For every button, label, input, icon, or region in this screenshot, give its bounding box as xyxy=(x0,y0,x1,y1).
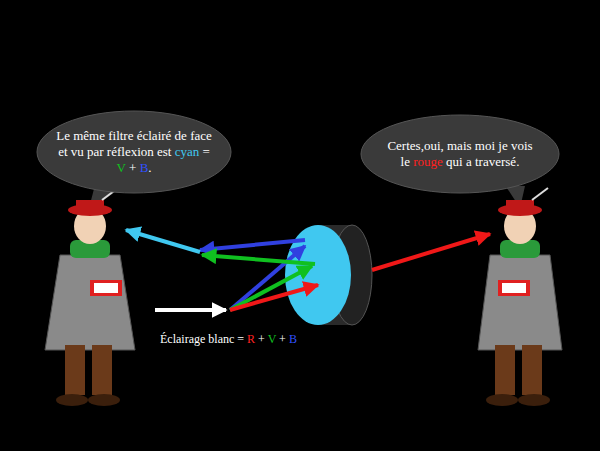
speech-text: Le même filtre éclairé de face et vu par… xyxy=(54,128,214,176)
text-run: V xyxy=(268,332,276,346)
speech-bubble: Certes,oui, mais moi je vois le rouge qu… xyxy=(360,114,560,194)
bubble-ellipse xyxy=(361,115,559,193)
text-run: V xyxy=(116,160,125,175)
bubble-content: Certes,oui, mais moi je vois le rouge qu… xyxy=(385,138,535,170)
white-light-arrow xyxy=(155,308,226,312)
cyan-reflected xyxy=(126,230,200,252)
text-run: + xyxy=(255,332,268,346)
bubble-content: Le même filtre éclairé de face et vu par… xyxy=(54,128,214,176)
blue-reflected xyxy=(200,240,305,250)
text-run: R xyxy=(247,332,255,346)
text-run: rouge xyxy=(413,154,443,169)
text-run: + xyxy=(276,332,289,346)
red-transmitted xyxy=(372,234,490,270)
observer-right xyxy=(478,188,562,406)
red-ray xyxy=(230,285,318,310)
text-run: B xyxy=(289,332,297,346)
illumination-label: Éclairage blanc = R + V + B xyxy=(160,332,297,347)
text-run: = xyxy=(199,144,210,159)
speech-text: Certes,oui, mais moi je vois le rouge qu… xyxy=(385,138,535,170)
bubble-ellipse xyxy=(37,111,231,193)
text-run: B xyxy=(140,160,149,175)
speech-bubble: Le même filtre éclairé de face et vu par… xyxy=(36,110,232,194)
text-run: . xyxy=(148,160,151,175)
text-run: qui a traversé. xyxy=(443,154,520,169)
observer-left xyxy=(45,188,135,406)
text-run: cyan xyxy=(175,144,200,159)
green-ray xyxy=(230,266,312,310)
green-reflected xyxy=(202,255,315,264)
text-run: Éclairage blanc = xyxy=(160,332,247,346)
text-run: + xyxy=(126,160,140,175)
